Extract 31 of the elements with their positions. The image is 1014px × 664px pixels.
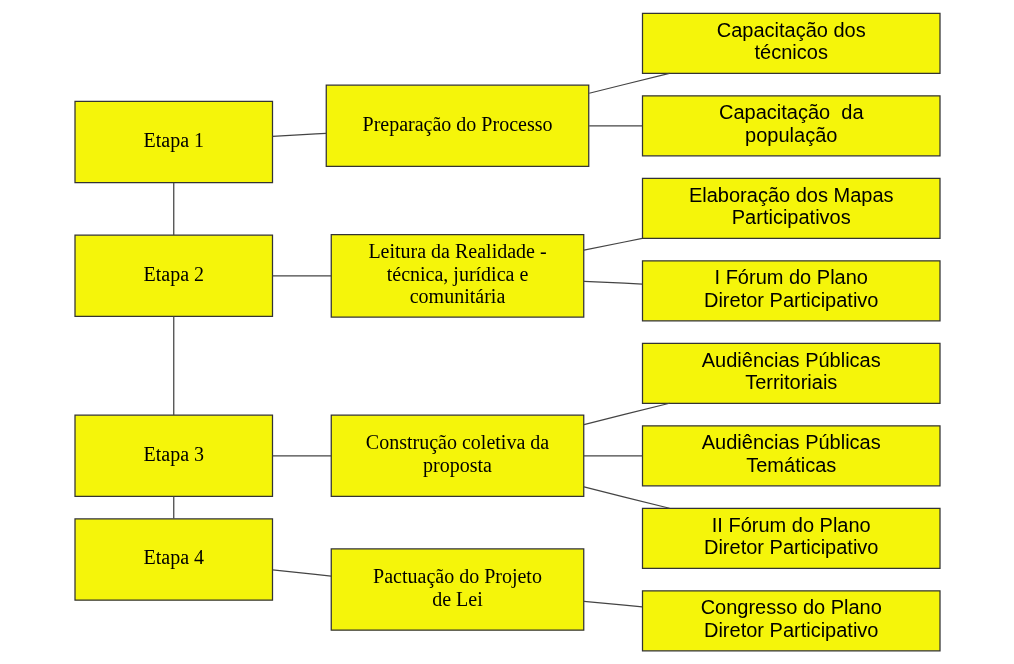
connector bbox=[582, 600, 643, 608]
connector bbox=[582, 486, 670, 509]
connector bbox=[271, 569, 332, 577]
node-box: Pactuação do Projeto de Lei bbox=[330, 548, 584, 631]
node-box: Leitura da Realidade - técnica, jurídica e comunitária bbox=[330, 233, 584, 318]
connector bbox=[271, 275, 332, 277]
connector bbox=[582, 280, 643, 285]
connector bbox=[271, 132, 327, 137]
connector bbox=[172, 315, 174, 416]
node-box: Preparação do Processo bbox=[325, 84, 589, 167]
node-box: Capacitação da população bbox=[641, 95, 941, 157]
node-box: Congresso do Plano Diretor Participativo bbox=[641, 590, 941, 652]
connector bbox=[588, 125, 643, 127]
node-box: Etapa 1 bbox=[73, 100, 273, 184]
connector bbox=[582, 237, 643, 251]
node-box: I Fórum do Plano Diretor Participativo bbox=[641, 260, 941, 322]
node-box: Audiências Públicas Temáticas bbox=[641, 425, 941, 487]
node-box: Etapa 2 bbox=[73, 234, 273, 317]
node-box: Etapa 3 bbox=[73, 414, 273, 497]
node-box: Construção coletiva da proposta bbox=[330, 414, 584, 497]
node-box: II Fórum do Plano Diretor Participativo bbox=[641, 507, 941, 569]
node-box: Elaboração dos Mapas Participativos bbox=[641, 177, 941, 239]
connector bbox=[172, 495, 174, 520]
connector bbox=[271, 455, 332, 457]
connector bbox=[582, 455, 643, 457]
node-box: Capacitação dos técnicos bbox=[641, 12, 941, 74]
connector bbox=[172, 182, 174, 236]
node-box: Etapa 4 bbox=[73, 518, 273, 601]
connector bbox=[582, 402, 670, 426]
connector bbox=[588, 72, 670, 94]
node-box: Audiências Públicas Territoriais bbox=[641, 342, 941, 404]
